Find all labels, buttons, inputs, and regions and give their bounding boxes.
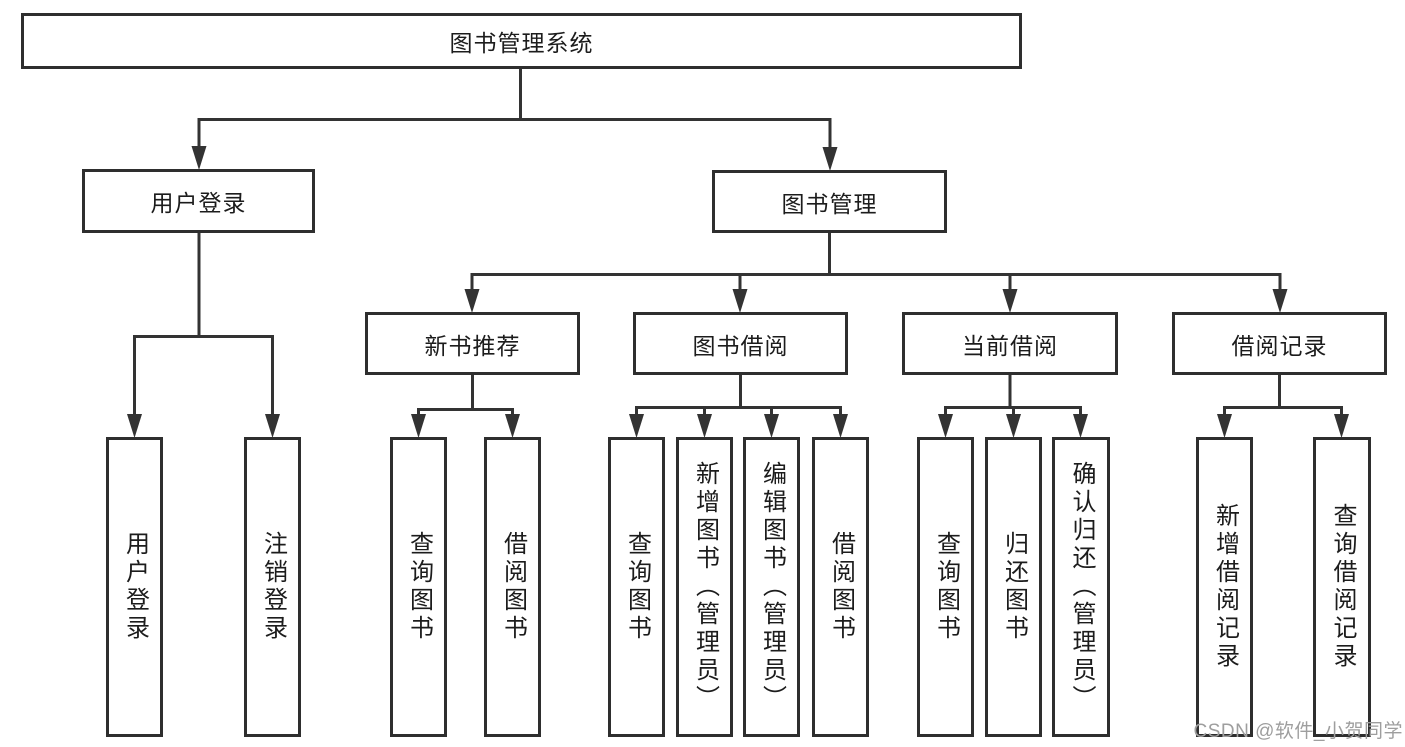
node-book-management: 图书管理 [712, 170, 947, 233]
leaf-logout: 注销登录 [244, 437, 301, 737]
leaf-query-books-recommend: 查询图书 [390, 437, 447, 737]
csdn-watermark: CSDN @软件_小贺同学 [1193, 721, 1403, 742]
node-library-management-system: 图书管理系统 [21, 13, 1022, 69]
leaf-add-borrow-record: 新增借阅记录 [1196, 437, 1253, 737]
leaf-query-books-current: 查询图书 [917, 437, 974, 737]
node-new-book-recommendation: 新书推荐 [365, 312, 580, 375]
leaf-add-books-admin: 新增图书（管理员） [676, 437, 733, 737]
node-user-login: 用户登录 [82, 169, 315, 233]
leaf-query-books-borrow: 查询图书 [608, 437, 665, 737]
leaf-edit-books-admin: 编辑图书（管理员） [743, 437, 800, 737]
leaf-user-login: 用户登录 [106, 437, 163, 737]
leaf-borrow-books-recommend: 借阅图书 [484, 437, 541, 737]
node-borrowing-records: 借阅记录 [1172, 312, 1387, 375]
node-current-borrowing: 当前借阅 [902, 312, 1118, 375]
leaf-return-books: 归还图书 [985, 437, 1042, 737]
node-book-borrowing: 图书借阅 [633, 312, 848, 375]
leaf-borrow-books: 借阅图书 [812, 437, 869, 737]
leaf-query-borrow-record: 查询借阅记录 [1313, 437, 1371, 737]
leaf-confirm-return-admin: 确认归还（管理员） [1052, 437, 1110, 737]
